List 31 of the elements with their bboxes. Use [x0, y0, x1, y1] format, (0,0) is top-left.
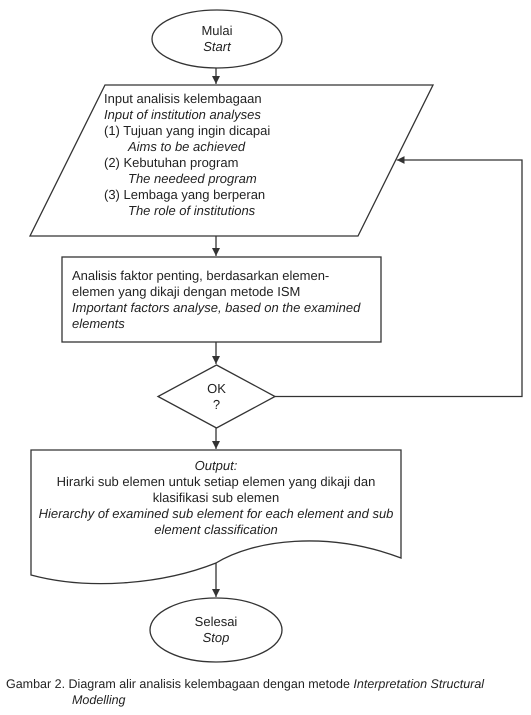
decision-diamond	[158, 365, 275, 428]
arrow	[212, 563, 220, 597]
node-text: Start	[203, 39, 231, 55]
node-text: Hirarki sub elemen untuk setiap elemen yang dikaji dan klasifikasi sub elemen	[56, 474, 376, 506]
node-text: Mulai	[201, 23, 233, 39]
node-text: The needeed program	[127, 171, 257, 187]
node-text: ?	[212, 396, 220, 412]
process-box	[62, 257, 381, 342]
node-text: (1) Tujuan yang ingin dicapai	[104, 123, 270, 139]
node-text: Input analisis kelembagaan	[104, 91, 262, 107]
node-text: (2) Kebutuhan program	[104, 155, 238, 171]
node-text: Hierarchy of examined sub element for each element and sub element classification	[38, 506, 394, 538]
figure-caption: Gambar 2. Diagram alir analisis kelembagaan dengan metode Interpretation Structural Modelling	[6, 676, 486, 708]
node-text: Stop	[202, 630, 230, 646]
start-terminal	[152, 10, 282, 68]
node-text: Aims to be achieved	[126, 139, 246, 155]
node-text: The role of institutions	[127, 203, 256, 219]
node-text: (3) Lembaga yang berperan	[104, 187, 266, 203]
arrow	[212, 428, 220, 449]
node-text: OK	[207, 380, 226, 396]
node-text: Output:	[194, 458, 238, 474]
arrow	[212, 68, 220, 84]
node-text: Selesai	[194, 614, 238, 630]
arrow	[275, 156, 523, 398]
arrow	[212, 236, 220, 256]
arrow	[212, 342, 220, 364]
input-parallelogram	[30, 85, 433, 236]
node-text: Input of institution analyses	[104, 107, 261, 123]
node-text: Analisis faktor penting, berdasarkan elemen-elemen yang dikaji dengan metode ISM	[72, 268, 330, 300]
node-text: Important factors analyse, based on the examined elements	[72, 300, 362, 332]
stop-terminal	[150, 598, 282, 662]
